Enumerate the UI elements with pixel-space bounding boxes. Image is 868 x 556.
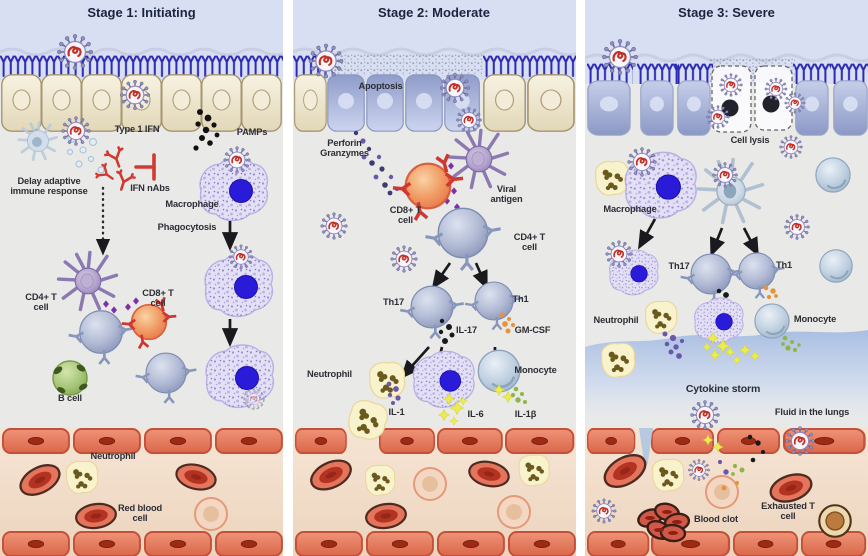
neutrophil-cell: [65, 460, 99, 494]
blood-clot: [637, 502, 691, 543]
label-il17: IL-17: [456, 325, 477, 335]
digested-virus: [243, 388, 265, 410]
epithelium-receptors: [0, 54, 283, 78]
il1b-dots: [781, 335, 801, 353]
label-pamps: PAMPs: [236, 127, 268, 137]
label-th1: Th1: [775, 260, 793, 270]
leukocyte-cell: [194, 497, 228, 531]
label-macrophage: Macrophage: [603, 204, 657, 214]
panel-1-title: Stage 1: Initiating: [87, 5, 196, 20]
panel-stage-3: Stage 3: Severe Cell lysis Macrophage Th…: [585, 0, 868, 556]
label-monocyte: Monocyte: [793, 314, 837, 324]
il1-dots: [662, 331, 685, 359]
panel-3-title: Stage 3: Severe: [678, 5, 775, 20]
endothelial-cell: [1, 428, 70, 454]
label-cd8-t-cell: CD8+ T cell: [389, 205, 422, 226]
label-th17: Th17: [382, 297, 405, 307]
panel-2-graphic: [292, 0, 576, 556]
panel-3-graphic: [585, 0, 868, 556]
label-cd4-t-cell: CD4+ T cell: [513, 232, 546, 253]
monocyte-cell: [814, 156, 852, 194]
activation-arrows: [638, 218, 759, 257]
label-il1b: IL-1β: [514, 409, 537, 419]
inhibition-symbol: [134, 153, 156, 181]
panel-1-graphic: [0, 0, 283, 556]
neutrophil-cell: [368, 361, 405, 399]
label-b-cell: B cell: [58, 393, 82, 403]
fluid-leak: [639, 428, 653, 465]
il1-dots: [386, 381, 401, 405]
label-macrophage: Macrophage: [165, 199, 219, 209]
label-perforin-granzymes: Perforin Granzymes: [320, 138, 369, 159]
degraded-cilia-debris: [326, 54, 483, 76]
mucus-line: [0, 47, 283, 57]
pamps-dots: [193, 109, 220, 151]
label-fluid-lungs: Fluid in the lungs: [774, 407, 850, 417]
label-exhausted-t-cell: Exhausted T cell: [761, 501, 815, 522]
label-phagocytosis: Phagocytosis: [157, 222, 217, 232]
cytokine-storm-dots: [702, 434, 765, 491]
label-blood-clot: Blood clot: [694, 514, 738, 524]
gmcsf-dots: [763, 285, 778, 300]
label-neutrophil: Neutrophil: [90, 451, 136, 461]
label-cd8-t-cell: CD8+ T cell: [142, 288, 174, 309]
label-neutrophil: Neutrophil: [593, 315, 639, 325]
exhausted-t-cell: [818, 504, 852, 538]
label-ifn-nabs: IFN nAbs: [130, 183, 170, 193]
il17-dots: [438, 318, 454, 344]
neutrophil-cell: [595, 160, 630, 196]
label-il1: IL-1: [388, 407, 405, 417]
label-red-blood-cell: Red blood cell: [117, 503, 163, 524]
il1b-dots: [492, 384, 527, 404]
label-th1: Th1: [512, 294, 529, 304]
epithelium: [293, 73, 575, 133]
label-monocyte: Monocyte: [514, 365, 557, 375]
cytokine-storm-fluid: [585, 330, 868, 428]
label-neutrophil: Neutrophil: [307, 369, 352, 379]
label-cytokine-storm: Cytokine storm: [685, 383, 761, 395]
label-cell-lysis: Cell lysis: [730, 135, 770, 145]
label-apoptosis: Apoptosis: [358, 81, 403, 91]
label-cd4-t-cell: CD4+ T cell: [25, 292, 57, 313]
panel-2-title: Stage 2: Moderate: [378, 5, 490, 20]
gmcsf-dots: [499, 312, 515, 334]
label-th17: Th17: [668, 261, 690, 271]
label-gm-csf: GM-CSF: [514, 325, 551, 335]
panel-stage-2: Stage 2: Moderate Apoptosis Perforin Gra…: [292, 0, 576, 556]
perforin-granzyme-dots: [353, 130, 399, 196]
panel-stage-1: Stage 1: Initiating Type 1 IFN PAMPs IFN…: [0, 0, 283, 556]
label-delay-adaptive: Delay adaptive immune response: [10, 176, 88, 197]
label-viral-antigen: Viral antigen: [490, 184, 523, 205]
label-il6: IL-6: [467, 409, 484, 419]
label-type1-ifn: Type 1 IFN: [114, 124, 160, 134]
